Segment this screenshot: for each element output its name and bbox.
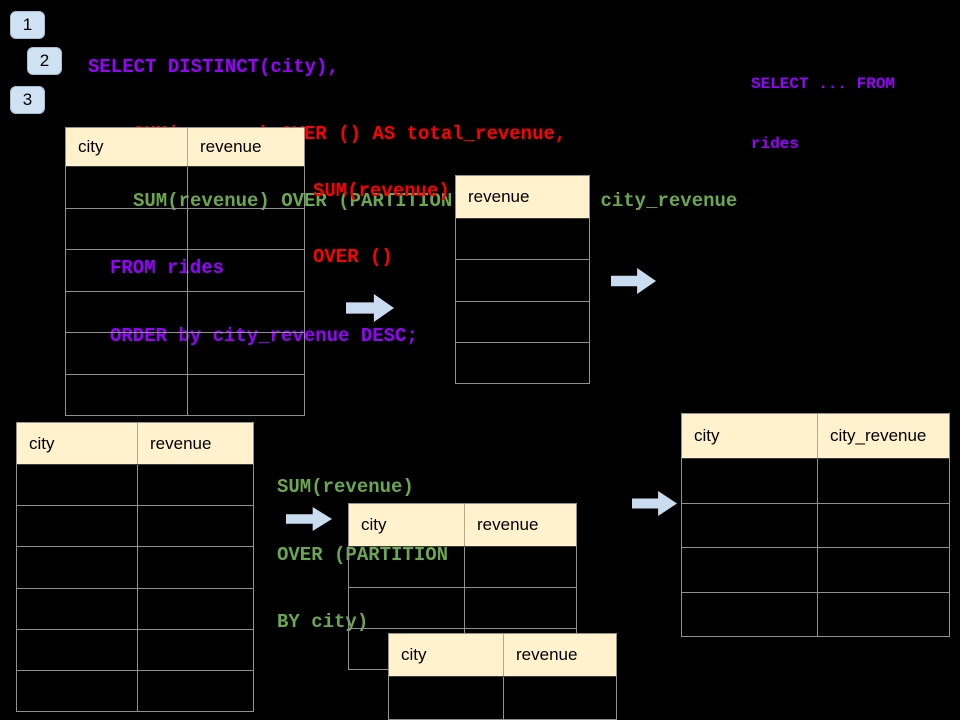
step-badge-2-label: 2 [39,51,50,70]
sql-line-order: ORDER by city_revenue DESC; [110,324,418,347]
table-source-rides-bottom-header: city revenue [17,423,253,465]
table-row [66,207,304,249]
annotation-total-revenue: SUM(revenue) OVER () [313,136,450,312]
table-row [17,669,253,712]
column-header-city: city [29,433,55,453]
annotation-partition-line-1: SUM(revenue) [277,476,414,498]
table-city-revenue-result-header: city city_revenue [682,414,949,459]
table-row [66,373,304,415]
sql-line-select: SELECT DISTINCT(city), [88,55,339,78]
column-header-revenue: revenue [503,634,616,676]
table-row [349,587,576,628]
annotation-partition-line-3: BY city) [277,611,369,633]
right-arrow-icon [632,491,677,516]
table-partition-overlay: city revenue [388,633,617,720]
table-row [682,459,949,503]
step-badge-2: 2 [27,47,62,75]
column-header-revenue: revenue [137,423,253,464]
step-badge-1-label: 1 [22,15,33,34]
annotation-partition-line-2: OVER (PARTITION [277,543,449,566]
table-row [682,502,949,547]
table-row [456,341,589,383]
table-row [17,587,253,629]
table-row [17,546,253,588]
table-row [17,465,253,506]
table-city-revenue-result: city city_revenue [681,413,950,637]
column-header-revenue: revenue [464,504,576,546]
table-source-rides-top: city revenue [65,127,305,416]
table-partition-intermediate: city revenue [348,503,577,670]
table-partition-intermediate-header: city revenue [349,504,576,547]
table-row [349,547,576,587]
column-header-city-revenue: city_revenue [817,414,949,458]
step-badge-3-label: 3 [22,90,33,109]
sql-side-snippet: SELECT ... FROM rides [751,34,895,194]
column-header-city: city [78,137,104,156]
step-badge-3: 3 [10,86,45,114]
step-badge-1: 1 [10,11,45,39]
annotation-total-line-1: SUM(revenue) [313,180,450,202]
table-row [456,300,589,342]
table-row [456,219,589,259]
table-row [66,332,304,374]
table-row [682,591,949,636]
table-row [389,677,616,719]
column-header-revenue: revenue [468,187,530,206]
table-row [66,167,304,208]
table-row [66,290,304,332]
sql-line-from: FROM rides [110,257,225,280]
table-row [66,249,304,291]
annotation-total-line-2: OVER () [313,246,393,268]
annotation-partition: SUM(revenue) OVER (PARTITION BY city) [277,431,448,679]
table-row [17,628,253,670]
column-header-city: city [361,515,387,534]
table-row [682,547,949,592]
table-row [456,259,589,300]
sql-side-line-2: rides [751,135,800,153]
table-row [17,505,253,547]
table-source-rides-bottom: city revenue [16,422,254,712]
table-total-revenue-result: revenue [455,175,590,384]
column-header-city: city [401,645,427,664]
table-total-revenue-header: revenue [456,176,589,219]
table-source-rides-top-header: city revenue [66,128,304,167]
sql-side-line-1: SELECT ... FROM [751,75,896,93]
table-partition-overlay-header: city revenue [389,634,616,677]
column-header-city: city [694,426,720,445]
column-header-revenue: revenue [187,128,304,166]
